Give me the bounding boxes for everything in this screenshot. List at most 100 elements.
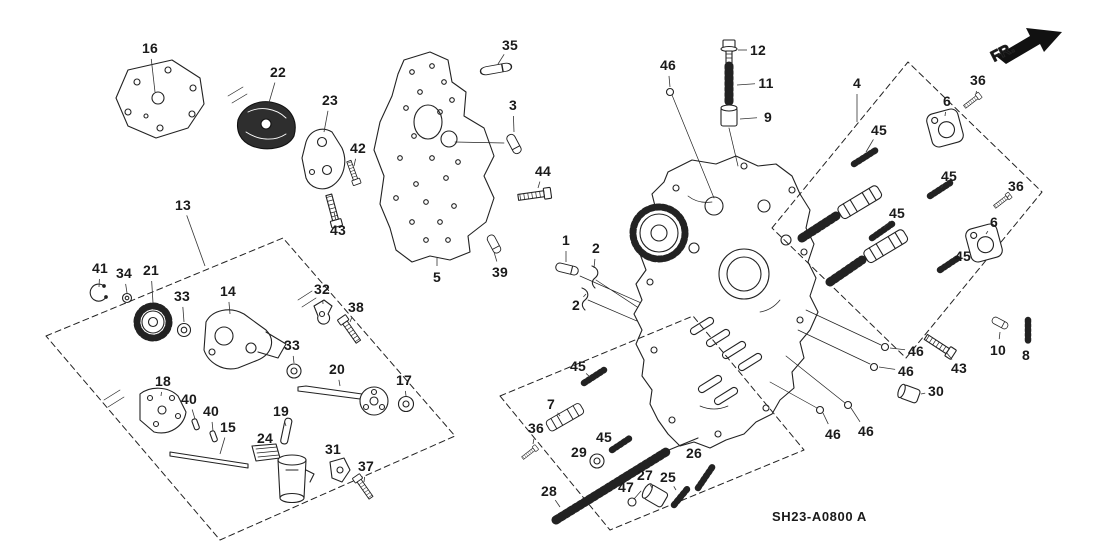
leader-line xyxy=(554,499,561,508)
leader-lines-layer xyxy=(98,49,1010,508)
leader-line xyxy=(878,366,896,370)
part-spring-lower xyxy=(825,255,867,287)
part-bolt-43 xyxy=(322,192,344,229)
part-spring-45a xyxy=(850,146,880,168)
part-washer-33a xyxy=(176,322,192,338)
part-pin-35 xyxy=(479,61,513,77)
part-cap-30 xyxy=(897,383,921,404)
part-valve-spool-7 xyxy=(544,401,586,433)
leader-line xyxy=(649,484,653,489)
part-shaft-15 xyxy=(169,451,249,469)
part-gear xyxy=(629,203,689,263)
leader-line xyxy=(985,230,989,235)
part-circlip-41 xyxy=(89,283,108,302)
leader-line xyxy=(889,347,906,351)
part-clip-2a xyxy=(591,265,599,289)
leader-line xyxy=(532,438,535,445)
leader-line xyxy=(125,283,128,294)
leader-line xyxy=(944,111,946,117)
leader-line xyxy=(822,412,829,425)
part-shaft-plate-20 xyxy=(297,385,389,416)
leader-line xyxy=(338,379,341,387)
leader-line xyxy=(292,355,295,364)
part-bolt-38 xyxy=(336,314,363,346)
part-pins-40 xyxy=(191,418,218,443)
leader-line xyxy=(1006,194,1010,199)
leader-line xyxy=(673,486,677,491)
leader-line xyxy=(736,83,756,86)
fr-label: FR. xyxy=(988,39,1017,65)
part-side-plate-16 xyxy=(115,59,205,139)
part-bolt-12 xyxy=(720,39,738,64)
part-bolt-42 xyxy=(344,159,362,187)
part-accumulator-body xyxy=(277,454,315,504)
leader-line xyxy=(513,115,515,133)
leader-line xyxy=(850,407,861,423)
part-plate-18 xyxy=(103,387,187,434)
leader-line xyxy=(228,301,231,315)
part-screws-46-right xyxy=(769,309,890,415)
part-washer-34 xyxy=(121,292,133,304)
part-bolt-37 xyxy=(351,473,376,501)
part-main-valve-body xyxy=(633,155,819,449)
part-spring-45d xyxy=(936,254,962,274)
part-separator-plate-5 xyxy=(373,51,505,263)
part-pawl-32 xyxy=(297,290,333,325)
part-valve-spool-lower xyxy=(861,227,910,265)
leader-line xyxy=(353,158,357,167)
part-pump-cover-14 xyxy=(203,309,287,370)
fr-direction-arrow: FR. xyxy=(988,28,1062,66)
part-spring-26 xyxy=(694,462,717,492)
part-gasket-22 xyxy=(227,86,296,150)
leader-line xyxy=(160,391,162,397)
part-plate-23 xyxy=(301,128,346,190)
leader-line xyxy=(537,181,541,189)
part-spring-45f xyxy=(608,434,634,454)
part-spring-shaft-28 xyxy=(551,437,699,525)
leader-line xyxy=(349,317,353,323)
leader-line xyxy=(585,373,591,378)
leader-line xyxy=(883,221,891,229)
leader-line xyxy=(211,421,214,432)
part-ball-46-top xyxy=(665,87,715,199)
leader-line xyxy=(557,412,561,417)
leader-line xyxy=(150,58,156,93)
leader-line xyxy=(497,54,505,65)
part-pin-1 xyxy=(554,261,580,277)
leader-line xyxy=(739,117,758,120)
leader-line xyxy=(151,280,154,304)
part-washer-33b xyxy=(286,363,302,379)
part-bracket-31 xyxy=(329,457,351,483)
part-pin-39 xyxy=(485,233,503,255)
leader-line xyxy=(583,293,587,298)
leader-line xyxy=(323,110,329,133)
part-piston-27 xyxy=(641,483,669,508)
group-box-lower xyxy=(499,315,805,531)
leader-line xyxy=(219,437,226,455)
leader-line xyxy=(267,82,276,107)
part-sprocket-21 xyxy=(133,302,173,342)
part-pin-47 xyxy=(627,490,642,507)
leader-line xyxy=(182,306,185,323)
group-box-4 xyxy=(771,61,1043,359)
part-valve-cap-6b xyxy=(963,221,1005,265)
leader-line xyxy=(333,211,337,220)
leader-line xyxy=(363,476,366,483)
leader-line xyxy=(284,421,287,427)
part-spring-25 xyxy=(670,484,692,509)
leader-line xyxy=(998,331,1001,340)
part-seat-29 xyxy=(589,453,605,469)
group-box-13 xyxy=(45,237,456,541)
leader-line xyxy=(940,184,944,189)
leader-line xyxy=(191,409,196,420)
part-filter-24 xyxy=(251,443,281,462)
leader-line xyxy=(593,258,596,269)
drawing-code: SH23-A0800 A xyxy=(772,509,867,524)
part-spring-top xyxy=(797,211,841,243)
part-cap-9 xyxy=(720,104,739,167)
leader-line xyxy=(493,251,498,262)
part-bolt-44 xyxy=(516,186,553,204)
part-spring-45b xyxy=(926,179,954,200)
part-bolt-36b xyxy=(992,191,1013,210)
